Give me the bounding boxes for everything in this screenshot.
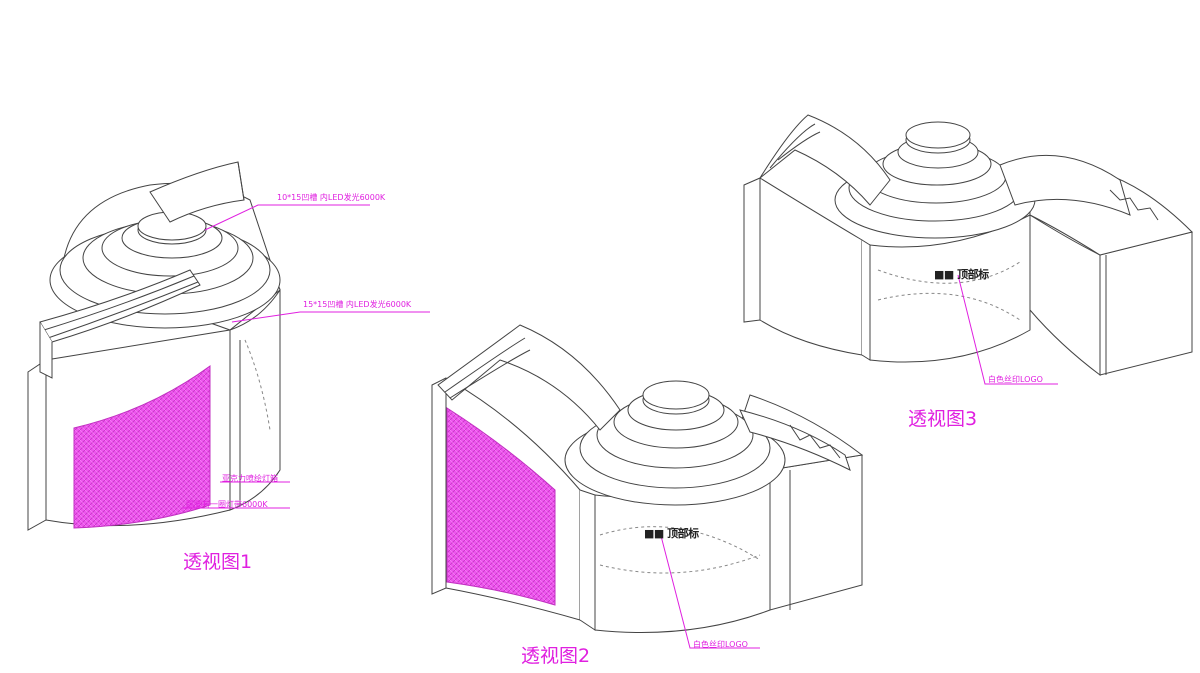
annotation-groove-10x15: 10*15凹槽 内LED发光6000K: [277, 193, 386, 202]
lightbox-panel: [446, 407, 556, 606]
leader-lines-view-3: [957, 274, 1058, 385]
view-title-2: 透视图2: [521, 645, 591, 667]
logo-mark-view-2: ■■ 顶部标: [644, 527, 699, 540]
annotation-white-logo-2: 白色丝印LOGO: [693, 640, 748, 649]
logo-mark-view-3: ■■ 顶部标: [934, 268, 989, 281]
perspective-view-1: [27, 161, 281, 531]
lightbox-panel: [73, 365, 211, 529]
annotation-white-logo-3: 白色丝印LOGO: [988, 375, 1043, 384]
annotation-groove-15x15: 15*15凹槽 内LED发光6000K: [303, 300, 412, 309]
annotation-led-strip: 踢脚有一圈灯带6000K: [186, 500, 268, 509]
perspective-view-2: [431, 324, 864, 633]
view-title-1: 透视图1: [183, 551, 253, 573]
perspective-view-3: [743, 114, 1193, 377]
annotation-lightbox: 亚克力喷绘灯箱: [222, 474, 278, 483]
view-title-3: 透视图3: [908, 408, 978, 430]
leader-lines-view-2: [659, 531, 760, 649]
leader-lines-view-1: [182, 204, 430, 509]
